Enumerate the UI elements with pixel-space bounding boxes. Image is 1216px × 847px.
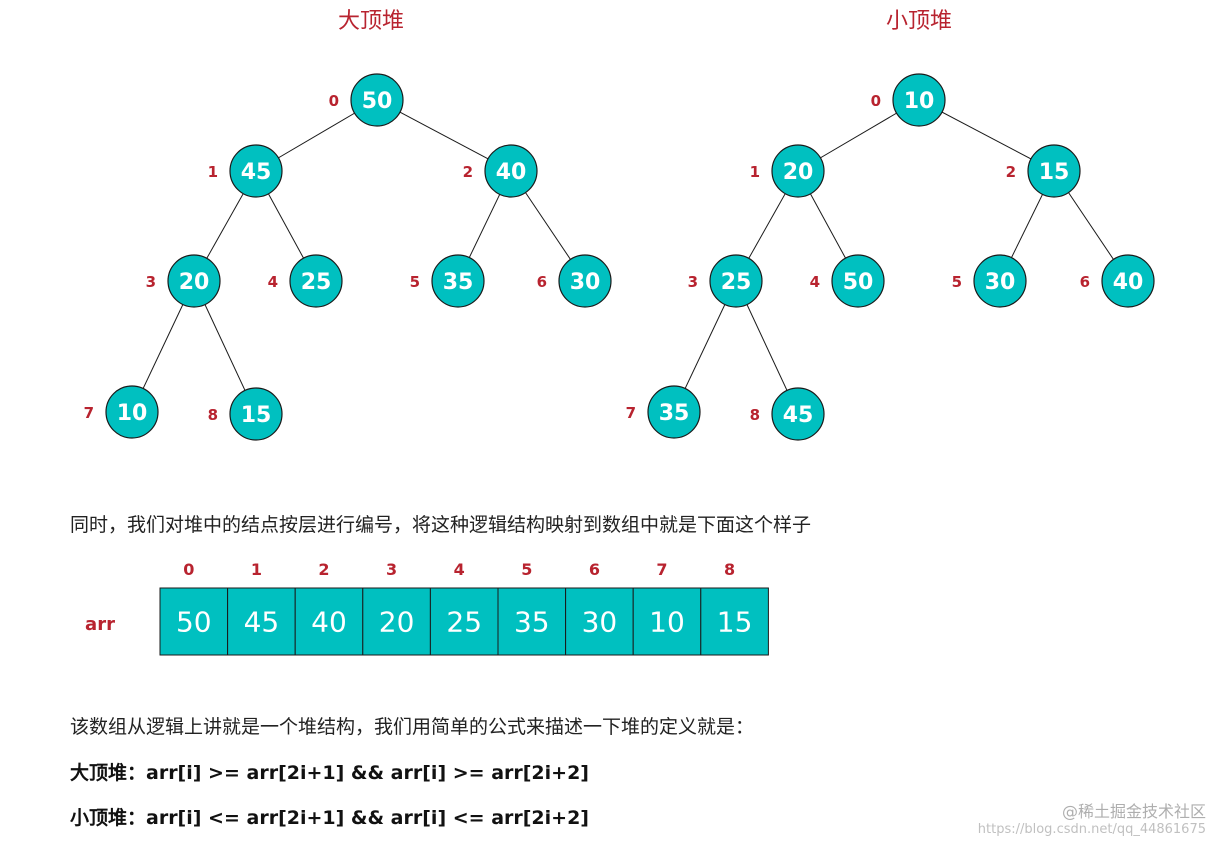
- array-value-1: 45: [244, 606, 280, 639]
- tree-1-node-index-1: 1: [750, 163, 760, 181]
- array-index-5: 5: [521, 560, 532, 579]
- max-heap-formula: 大顶堆：arr[i] >= arr[2i+1] && arr[i] >= arr…: [70, 762, 589, 784]
- tree-1-node-index-3: 3: [688, 273, 698, 291]
- tree-title-0: 大顶堆: [338, 9, 404, 34]
- array-value-2: 40: [311, 606, 347, 639]
- tree-1-node-3: [709, 254, 763, 308]
- tree-1-node-value-0: 10: [904, 89, 935, 114]
- tree-1-node-index-7: 7: [626, 404, 636, 422]
- array-cell-8: [700, 587, 769, 656]
- tree-0-node-4: [289, 254, 343, 308]
- tree-1-node-index-2: 2: [1006, 163, 1016, 181]
- array-index-2: 2: [318, 560, 329, 579]
- array-index-1: 1: [251, 560, 262, 579]
- array-cell-0: [159, 587, 229, 656]
- array-value-7: 10: [649, 606, 685, 639]
- tree-0-node-value-5: 35: [443, 270, 474, 295]
- tree-0-node-index-6: 6: [537, 273, 547, 291]
- array-cell-5: [497, 587, 567, 656]
- array-value-8: 15: [717, 606, 753, 639]
- tree-title-1: 小顶堆: [886, 9, 952, 34]
- tree-0-node-value-3: 20: [179, 270, 210, 295]
- tree-0-node-index-2: 2: [463, 163, 473, 181]
- tree-0-node-1: [229, 144, 283, 198]
- tree-0-node-2: [484, 144, 538, 198]
- array-value-6: 30: [582, 606, 618, 639]
- array-cell-6: [565, 587, 634, 656]
- tree-0-node-index-1: 1: [208, 163, 218, 181]
- tree-1-node-0: [892, 73, 946, 127]
- tree-1-node-2: [1027, 144, 1081, 198]
- tree-0-node-value-6: 30: [570, 270, 601, 295]
- tree-0-node-7: [105, 385, 159, 439]
- tree-0-node-index-7: 7: [84, 404, 94, 422]
- array-index-0: 0: [183, 560, 194, 579]
- intro-paragraph: 同时，我们对堆中的结点按层进行编号，将这种逻辑结构映射到数组中就是下面这个样子: [70, 514, 812, 536]
- tree-0-node-value-8: 15: [241, 403, 272, 428]
- array-cell-2: [294, 587, 364, 656]
- tree-0-node-index-8: 8: [208, 406, 218, 424]
- tree-0-node-5: [431, 254, 485, 308]
- tree-1-node-index-5: 5: [952, 273, 962, 291]
- tree-0-node-index-0: 0: [329, 92, 339, 110]
- tree-1-node-value-4: 50: [843, 270, 874, 295]
- array-cell-3: [362, 587, 431, 656]
- tree-0-node-index-3: 3: [146, 273, 156, 291]
- tree-0-node-value-0: 50: [362, 89, 393, 114]
- description-paragraph: 该数组从逻辑上讲就是一个堆结构，我们用简单的公式来描述一下堆的定义就是：: [70, 716, 755, 738]
- tree-1-node-1: [771, 144, 825, 198]
- array-value-4: 25: [446, 606, 482, 639]
- min-heap-formula: 小顶堆：arr[i] <= arr[2i+1] && arr[i] <= arr…: [70, 807, 589, 829]
- array-value-0: 50: [176, 606, 212, 639]
- array-label: arr: [85, 614, 115, 635]
- tree-1-node-index-0: 0: [871, 92, 881, 110]
- tree-1-node-value-7: 35: [659, 401, 690, 426]
- tree-0-node-value-4: 25: [301, 270, 332, 295]
- array-index-8: 8: [724, 560, 735, 579]
- tree-0-node-index-4: 4: [268, 273, 278, 291]
- tree-1-node-value-3: 25: [721, 270, 752, 295]
- tree-0-node-8: [229, 387, 283, 441]
- tree-1-node-index-4: 4: [810, 273, 820, 291]
- tree-1-node-index-8: 8: [750, 406, 760, 424]
- array-index-4: 4: [454, 560, 465, 579]
- array-cell-1: [227, 587, 296, 656]
- array-value-3: 20: [379, 606, 415, 639]
- tree-0-node-index-5: 5: [410, 273, 420, 291]
- tree-1-node-8: [771, 387, 825, 441]
- tree-1-node-index-6: 6: [1080, 273, 1090, 291]
- tree-1-node-7: [647, 385, 701, 439]
- tree-1-node-value-1: 20: [783, 160, 814, 185]
- watermark-url: https://blog.csdn.net/qq_44861675: [977, 822, 1206, 837]
- tree-1-node-6: [1101, 254, 1155, 308]
- tree-0-node-3: [167, 254, 221, 308]
- tree-1-node-4: [831, 254, 885, 308]
- array-index-6: 6: [589, 560, 600, 579]
- array-index-3: 3: [386, 560, 397, 579]
- array-index-7: 7: [656, 560, 667, 579]
- tree-0-node-6: [558, 254, 612, 308]
- tree-0-node-0: [350, 73, 404, 127]
- tree-1-node-5: [973, 254, 1027, 308]
- tree-1-node-value-8: 45: [783, 403, 814, 428]
- tree-1-node-value-6: 40: [1113, 270, 1144, 295]
- tree-1-node-value-2: 15: [1039, 160, 1070, 185]
- watermark-brand: @稀土掘金技术社区: [1061, 802, 1206, 821]
- tree-0-node-value-2: 40: [496, 160, 527, 185]
- tree-0-node-value-7: 10: [117, 401, 148, 426]
- array-value-5: 35: [514, 606, 550, 639]
- watermark: @稀土掘金技术社区 https://blog.csdn.net/qq_44861…: [978, 803, 1206, 839]
- tree-1-node-value-5: 30: [985, 270, 1016, 295]
- tree-0-node-value-1: 45: [241, 160, 272, 185]
- array-cell-4: [429, 587, 499, 656]
- array-cell-7: [632, 587, 702, 656]
